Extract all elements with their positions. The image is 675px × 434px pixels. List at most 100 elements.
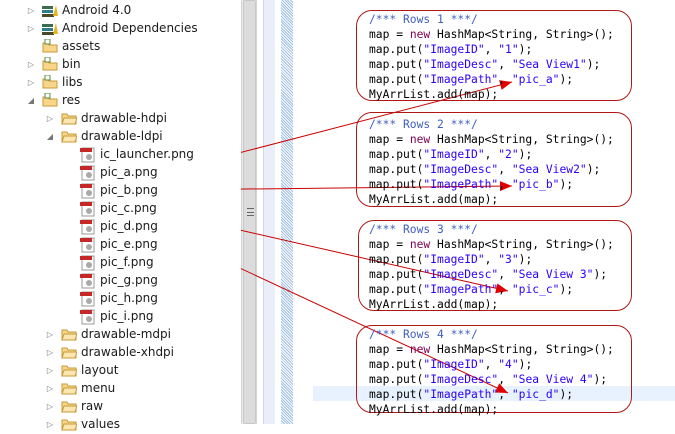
tree-item[interactable]: ▷menu	[0, 379, 241, 397]
image-file-icon	[80, 219, 96, 235]
code-string: "pic_a"	[511, 73, 560, 86]
code-text: ,	[484, 358, 499, 371]
tree-item[interactable]: pic_f.png	[0, 253, 241, 271]
tree-item-label: drawable-ldpi	[81, 129, 163, 143]
code-line[interactable]: /*** Rows 3 ***/	[369, 222, 478, 237]
code-line[interactable]: map = new HashMap<String, String>();	[369, 342, 614, 357]
tree-item[interactable]: ▷ drawable-hdpi	[0, 109, 241, 127]
code-text: ,	[484, 43, 499, 56]
code-line[interactable]: map.put("ImageDesc", "Sea View2");	[369, 162, 600, 177]
tree-item[interactable]: pic_b.png	[0, 181, 241, 199]
tree-item[interactable]: pic_d.png	[0, 217, 241, 235]
code-line[interactable]: map = new HashMap<String, String>();	[369, 132, 614, 147]
code-line[interactable]: MyArrList.add(map);	[369, 87, 498, 102]
collapsed-triangle-icon[interactable]: ▷	[46, 383, 54, 393]
code-text: );	[593, 373, 608, 386]
code-line[interactable]: /*** Rows 1 ***/	[369, 12, 478, 27]
code-string: "ImageDesc"	[423, 373, 499, 386]
code-line[interactable]: /*** Rows 4 ***/	[369, 327, 478, 342]
code-comment: /*** Rows 3 ***/	[369, 223, 478, 236]
code-line[interactable]: map.put("ImagePath", "pic_a");	[369, 72, 573, 87]
tree-item[interactable]: ▷drawable-xhdpi	[0, 343, 241, 361]
tree-item[interactable]: ▷bin	[0, 55, 241, 73]
collapsed-triangle-icon[interactable]: ▷	[27, 23, 35, 33]
tree-item[interactable]: ▷Android 4.0	[0, 1, 241, 19]
code-line[interactable]: map.put("ImagePath", "pic_b");	[369, 177, 573, 192]
code-text: map.put(	[369, 283, 424, 296]
code-text: map =	[369, 133, 410, 146]
code-text: MyArrList.add(map);	[369, 88, 499, 101]
collapsed-triangle-icon[interactable]: ▷	[27, 59, 35, 69]
code-line[interactable]: map.put("ImageDesc", "Sea View 3");	[369, 267, 607, 282]
code-string: "Sea View 4"	[511, 373, 594, 386]
folder-icon	[61, 327, 78, 341]
expanded-triangle-icon[interactable]: ◢	[27, 95, 35, 105]
tree-item-label: drawable-hdpi	[81, 111, 167, 125]
tree-item-label: pic_e.png	[100, 237, 158, 251]
code-string: "pic_d"	[511, 388, 560, 401]
collapsed-triangle-icon[interactable]: ▷	[46, 113, 54, 123]
collapsed-triangle-icon[interactable]: ▷	[27, 5, 35, 15]
tree-item[interactable]: ic_launcher.png	[0, 145, 241, 163]
code-string: "2"	[498, 148, 519, 161]
code-text: map.put(	[369, 148, 424, 161]
code-line[interactable]: MyArrList.add(map);	[369, 297, 498, 312]
tree-item[interactable]: pic_g.png	[0, 271, 241, 289]
tree-item[interactable]: pic_e.png	[0, 235, 241, 253]
collapsed-triangle-icon[interactable]: ▷	[46, 419, 54, 429]
tree-item[interactable]: assets	[0, 37, 241, 55]
tree-vertical-scrollbar[interactable]	[241, 0, 257, 424]
code-string: "ImagePath"	[423, 283, 499, 296]
tree-item-label: assets	[62, 39, 101, 53]
code-text: );	[518, 358, 533, 371]
tree-item-label: pic_h.png	[100, 291, 158, 305]
code-line[interactable]: MyArrList.add(map);	[369, 192, 498, 207]
tree-item[interactable]: ▷values	[0, 415, 241, 433]
code-line[interactable]: map.put("ImagePath", "pic_d");	[369, 387, 573, 402]
tree-item[interactable]: pic_c.png	[0, 199, 241, 217]
tree-item[interactable]: ▷raw	[0, 397, 241, 415]
code-text: ,	[498, 163, 512, 176]
code-line[interactable]: map.put("ImageDesc", "Sea View 4");	[369, 372, 607, 387]
code-line[interactable]: /*** Rows 2 ***/	[369, 117, 478, 132]
code-line[interactable]: map.put("ImageID", "1");	[369, 42, 532, 57]
tree-item-label: res	[62, 93, 81, 107]
code-line[interactable]: map.put("ImageID", "4");	[369, 357, 532, 372]
code-text: ,	[498, 268, 512, 281]
code-string: "1"	[498, 43, 519, 56]
source-folder-icon	[42, 92, 58, 107]
collapsed-triangle-icon[interactable]: ▷	[46, 401, 54, 411]
code-line[interactable]: map.put("ImageID", "2");	[369, 147, 532, 162]
code-line[interactable]: map.put("ImageDesc", "Sea View1");	[369, 57, 600, 72]
code-line[interactable]: map.put("ImageID", "3");	[369, 252, 532, 267]
scrollbar-grip-icon	[247, 208, 254, 216]
collapsed-triangle-icon[interactable]: ▷	[46, 347, 54, 357]
code-comment: /*** Rows 2 ***/	[369, 118, 478, 131]
code-text: );	[559, 178, 574, 191]
expanded-triangle-icon[interactable]: ◢	[46, 131, 54, 141]
tree-item[interactable]: ◢ res	[0, 91, 241, 109]
collapsed-triangle-icon[interactable]: ▷	[46, 329, 54, 339]
tree-item[interactable]: pic_h.png	[0, 289, 241, 307]
code-line[interactable]: map = new HashMap<String, String>();	[369, 237, 614, 252]
collapsed-triangle-icon[interactable]: ▷	[27, 77, 35, 87]
code-line[interactable]: map.put("ImagePath", "pic_c");	[369, 282, 573, 297]
code-line[interactable]: MyArrList.add(map);	[369, 402, 498, 417]
tree-item[interactable]: ▷drawable-mdpi	[0, 325, 241, 343]
tree-item[interactable]: pic_i.png	[0, 307, 241, 325]
tree-item[interactable]: ▷layout	[0, 361, 241, 379]
code-text: );	[559, 73, 574, 86]
code-text: map.put(	[369, 388, 424, 401]
code-string: "ImagePath"	[423, 178, 499, 191]
tree-item[interactable]: ◢ drawable-ldpi	[0, 127, 241, 145]
tree-item[interactable]: ▷Android Dependencies	[0, 19, 241, 37]
tree-item[interactable]: pic_a.png	[0, 163, 241, 181]
tree-item-label: pic_g.png	[100, 273, 158, 287]
code-line[interactable]: map = new HashMap<String, String>();	[369, 27, 614, 42]
tree-item[interactable]: ▷libs	[0, 73, 241, 91]
code-text: map.put(	[369, 163, 424, 176]
code-text: ,	[498, 178, 512, 191]
code-text: ,	[498, 73, 512, 86]
collapsed-triangle-icon[interactable]: ▷	[46, 365, 54, 375]
library-icon	[42, 3, 58, 17]
